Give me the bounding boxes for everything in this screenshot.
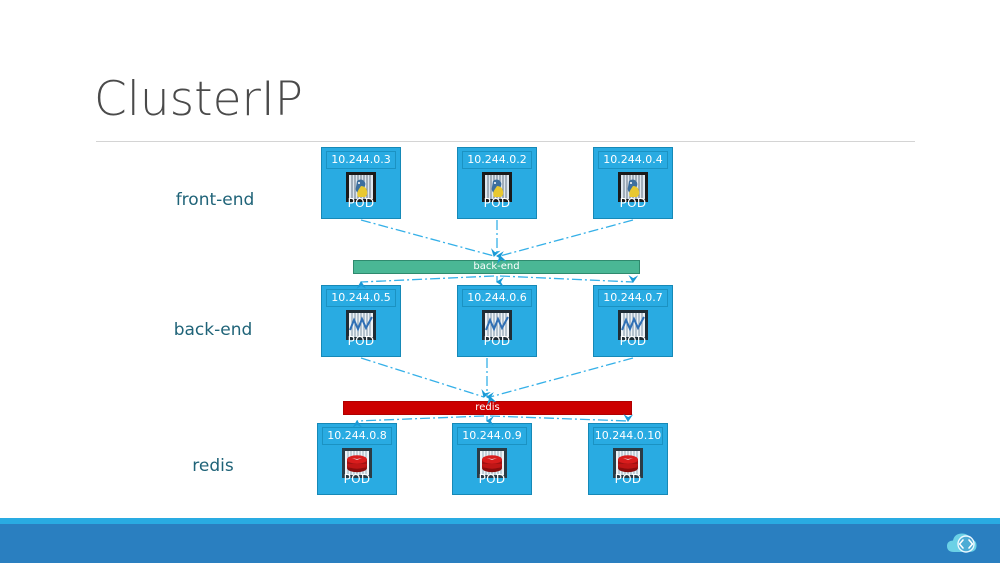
- pod-box[interactable]: 10.244.0.9: [452, 423, 532, 495]
- canary-bird-cage-icon: [482, 172, 512, 202]
- service-bar-redis[interactable]: redis: [343, 401, 632, 415]
- cloud-code-icon: [942, 530, 986, 558]
- footer-band: [0, 524, 1000, 563]
- pod-ip-label: 10.244.0.7: [598, 289, 668, 307]
- chart-cage-icon: [618, 310, 648, 340]
- pod-caption: POD: [343, 472, 371, 486]
- pod-caption: POD: [614, 472, 642, 486]
- pod-box[interactable]: 10.244.0.8: [317, 423, 397, 495]
- canary-bird-cage-icon: [346, 172, 376, 202]
- service-bar-label: redis: [475, 402, 500, 413]
- pod-caption: POD: [347, 334, 375, 348]
- pod-caption: POD: [483, 334, 511, 348]
- pod-ip-label: 10.244.0.5: [326, 289, 396, 307]
- pod-ip-label: 10.244.0.3: [326, 151, 396, 169]
- pod-box[interactable]: 10.244.0.3 POD: [321, 147, 401, 219]
- canary-bird-cage-icon: [618, 172, 648, 202]
- pod-caption: POD: [483, 196, 511, 210]
- pod-ip-label: 10.244.0.8: [322, 427, 392, 445]
- pod-caption: POD: [619, 196, 647, 210]
- pod-ip-label: 10.244.0.9: [457, 427, 527, 445]
- pod-ip-label: 10.244.0.4: [598, 151, 668, 169]
- redis-stack-icon: [477, 448, 507, 478]
- pod-ip-label: 10.244.0.10: [593, 427, 663, 445]
- pod-box[interactable]: 10.244.0.5 POD: [321, 285, 401, 357]
- pod-box[interactable]: 10.244.0.10: [588, 423, 668, 495]
- chart-cage-icon: [482, 310, 512, 340]
- pod-caption: POD: [347, 196, 375, 210]
- service-bar-back-end[interactable]: back-end: [353, 260, 640, 274]
- pod-ip-label: 10.244.0.2: [462, 151, 532, 169]
- title-divider: [96, 141, 915, 142]
- tier-label-redis: redis: [192, 456, 234, 476]
- chart-cage-icon: [346, 310, 376, 340]
- pod-ip-label: 10.244.0.6: [462, 289, 532, 307]
- pod-caption: POD: [619, 334, 647, 348]
- footer-accent-strip: [0, 518, 1000, 524]
- tier-label-front-end: front-end: [175, 190, 255, 210]
- redis-stack-icon: [613, 448, 643, 478]
- pod-box[interactable]: 10.244.0.7 POD: [593, 285, 673, 357]
- tier-label-back-end: back-end: [173, 320, 253, 340]
- page-title: ClusterIP: [94, 72, 304, 127]
- pod-box[interactable]: 10.244.0.6 POD: [457, 285, 537, 357]
- redis-stack-icon: [342, 448, 372, 478]
- service-bar-label: back-end: [473, 261, 520, 272]
- pod-box[interactable]: 10.244.0.2 POD: [457, 147, 537, 219]
- pod-caption: POD: [478, 472, 506, 486]
- pod-box[interactable]: 10.244.0.4 POD: [593, 147, 673, 219]
